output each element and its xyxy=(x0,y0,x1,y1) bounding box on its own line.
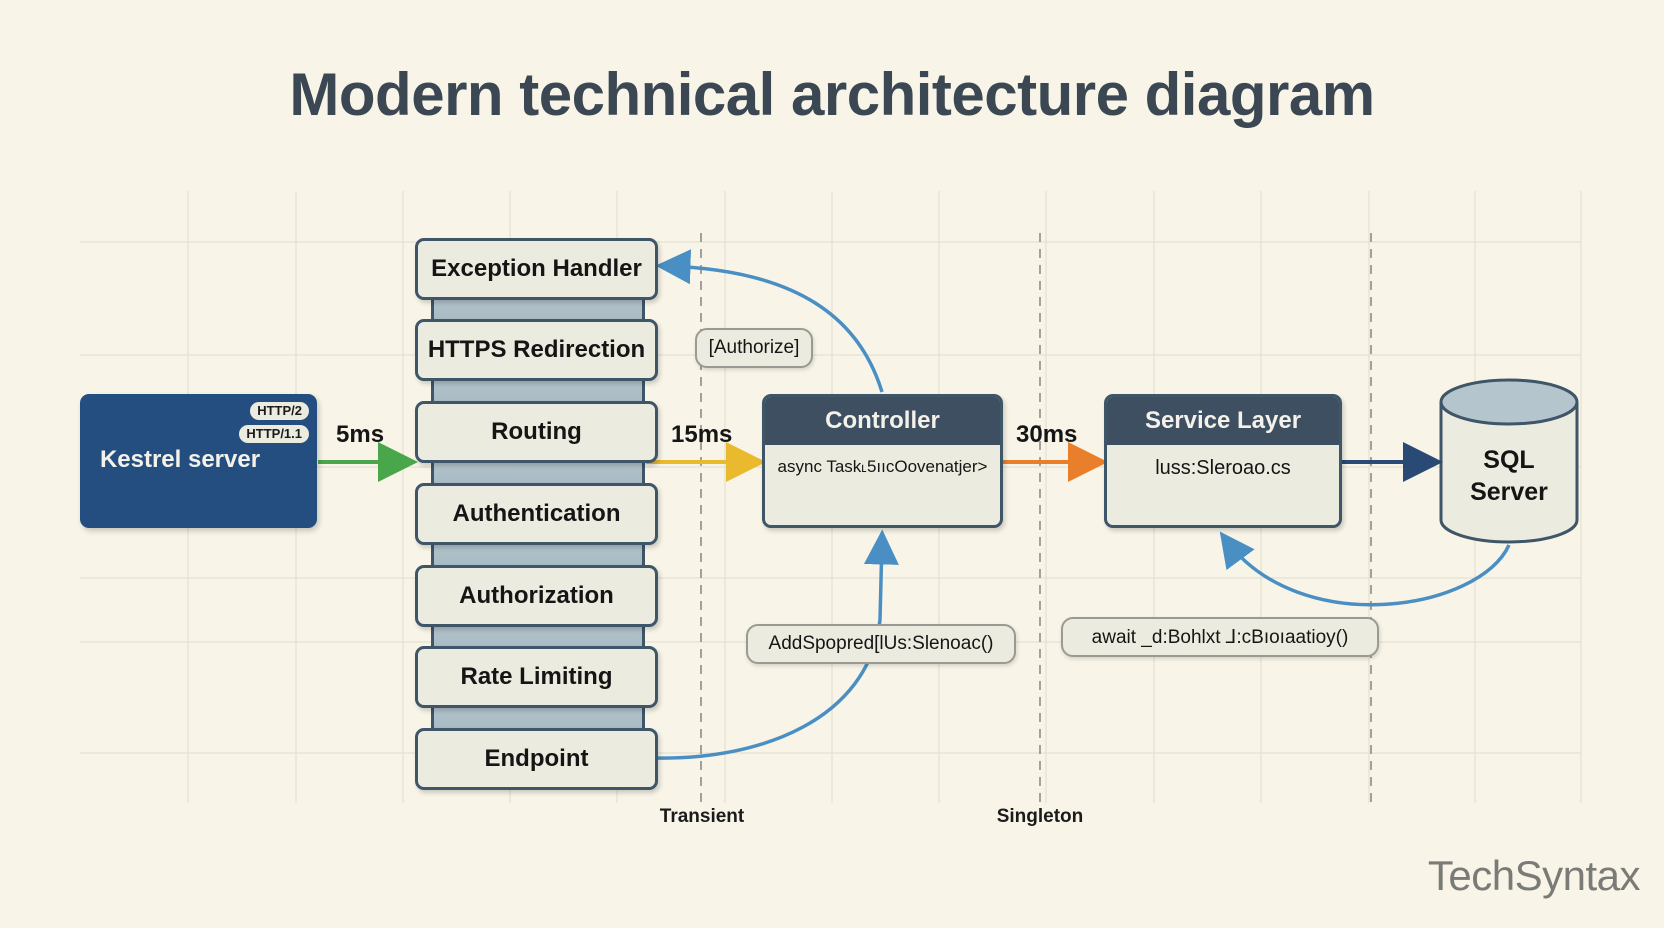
arrow-sql-to-service xyxy=(1219,531,1511,607)
middleware-authentication[interactable]: Authentication xyxy=(415,483,658,545)
lifetime-label-transient: Transient xyxy=(659,806,745,827)
protocol-badge-http11: HTTP/1.1 xyxy=(239,425,309,443)
await-call-pill: await _d:Bohlxt ⅃:cBıoıaatioy() xyxy=(1061,617,1379,657)
service-layer-code: luss:Sleroao.cs xyxy=(1155,457,1291,479)
middleware-routing[interactable]: Routing xyxy=(415,401,658,463)
sql-server-label: SQL Server xyxy=(1439,444,1579,508)
kestrel-server-label: Kestrel server xyxy=(99,446,261,473)
controller-title: Controller xyxy=(765,397,1000,445)
middleware-rate-limiting[interactable]: Rate Limiting xyxy=(415,646,658,708)
service-layer-node[interactable]: Service Layer luss:Sleroao.cs xyxy=(1104,394,1342,528)
brand-logo-text: TechSyntax xyxy=(1427,852,1641,899)
middleware-authorization[interactable]: Authorization xyxy=(415,565,658,627)
controller-code: async Task˪5ııcOovenatjer> xyxy=(777,457,988,476)
sql-label-line1: SQL xyxy=(1483,446,1535,474)
diagram-title: Modern technical architecture diagram xyxy=(289,61,1375,128)
sql-label-line2: Server xyxy=(1470,478,1548,506)
pipeline-connector xyxy=(431,704,645,732)
lifetime-label-singleton: Singleton xyxy=(996,806,1084,827)
sql-server-cylinder xyxy=(1439,378,1579,544)
middleware-endpoint[interactable]: Endpoint xyxy=(415,728,658,790)
middleware-exception-handler[interactable]: Exception Handler xyxy=(415,238,658,300)
arrow-controller-to-exception-handler xyxy=(655,249,884,393)
add-scoped-pill: AddSpopred[lUs:Slenoac() xyxy=(746,624,1016,664)
kestrel-server-node[interactable]: HTTP/2 HTTP/1.1 Kestrel server xyxy=(80,394,317,528)
pipeline-connector xyxy=(431,377,645,405)
controller-node[interactable]: Controller async Task˪5ııcOovenatjer> xyxy=(762,394,1003,528)
latency-label-30ms: 30ms xyxy=(1016,421,1078,448)
pipeline-connector xyxy=(431,459,645,487)
middleware-https-redirection[interactable]: HTTPS Redirection xyxy=(415,319,658,381)
protocol-badge-http2: HTTP/2 xyxy=(250,402,309,420)
latency-label-15ms: 15ms xyxy=(671,421,733,448)
authorize-attribute-pill: [Authorize] xyxy=(695,328,813,368)
service-layer-title: Service Layer xyxy=(1107,397,1339,445)
latency-label-5ms: 5ms xyxy=(336,421,385,448)
